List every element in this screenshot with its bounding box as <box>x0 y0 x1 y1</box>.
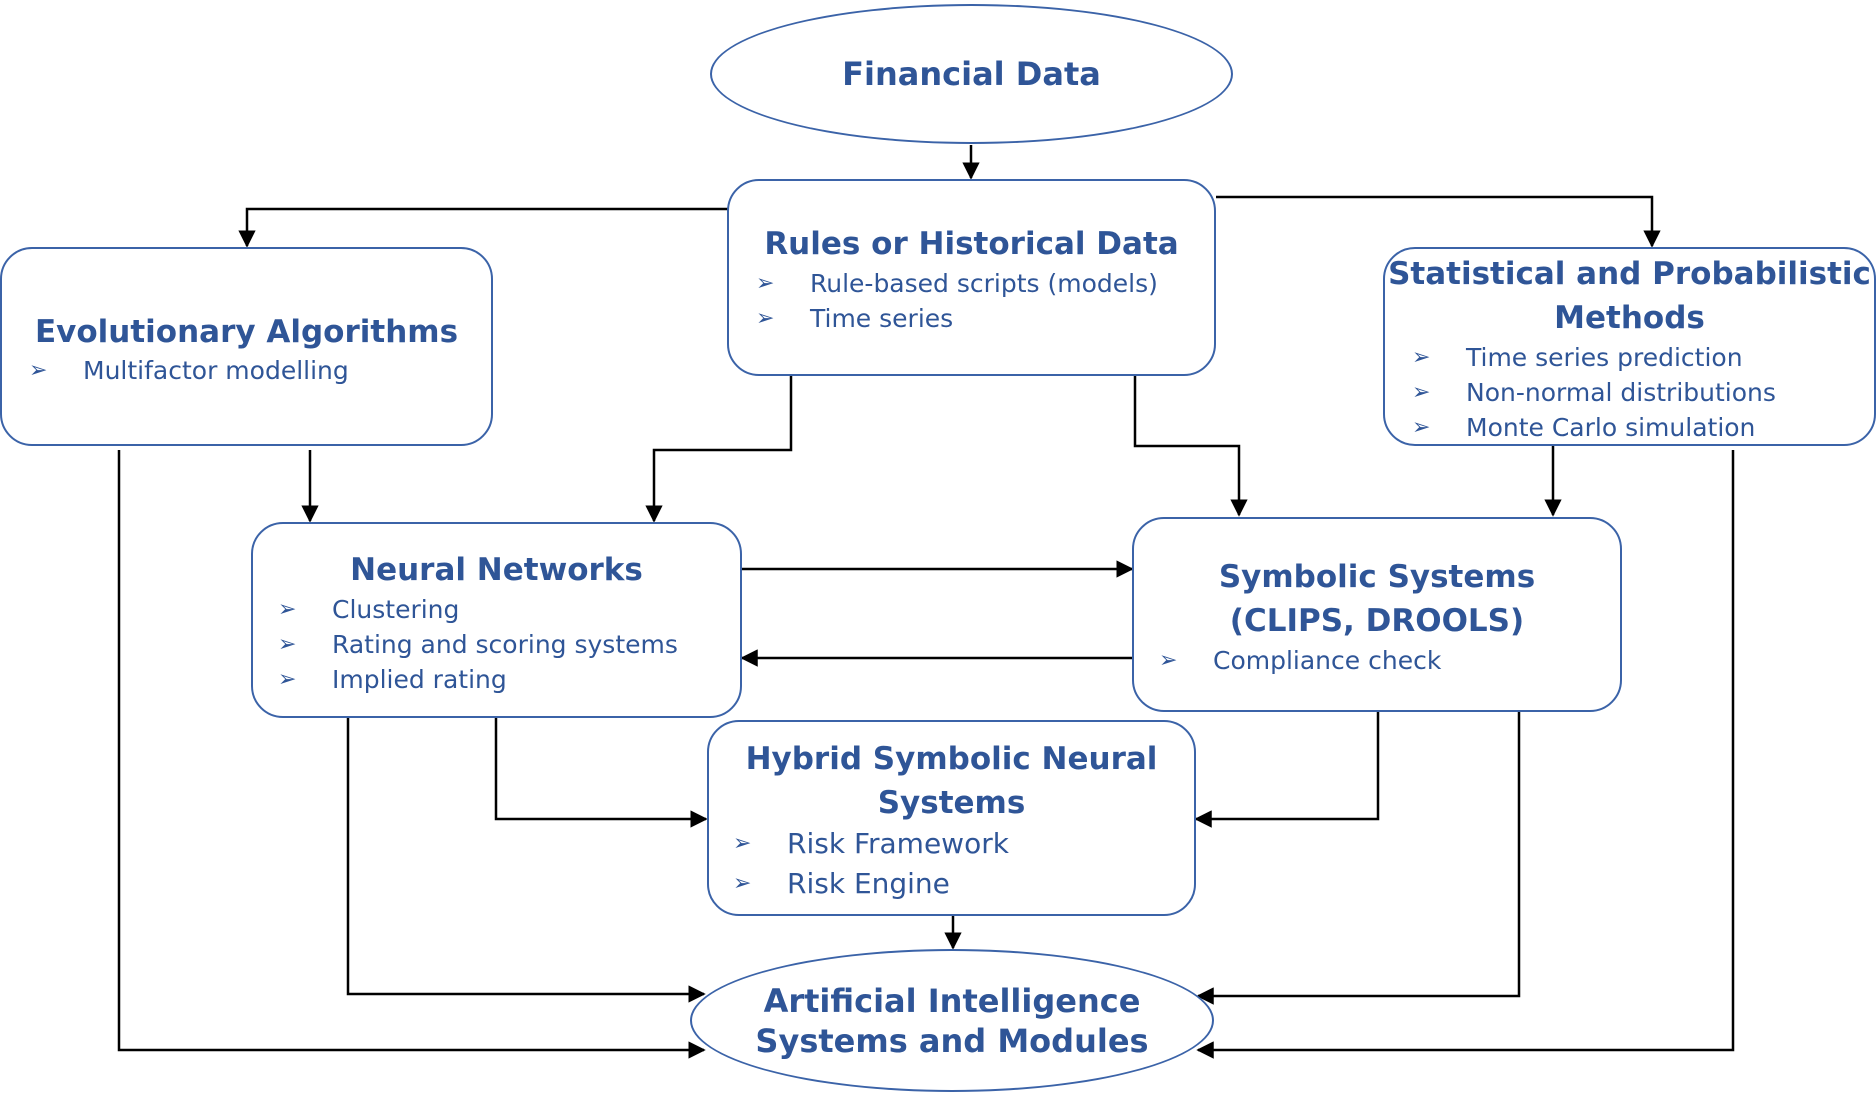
bullet-arrow-icon: ➢ <box>756 306 775 331</box>
list-item: ➢ Time series <box>756 301 1158 336</box>
bullet-arrow-icon: ➢ <box>756 271 775 296</box>
evolutionary-item-list: ➢ Multifactor modelling <box>29 353 349 388</box>
arrow-neural-to-hybrid <box>494 718 708 828</box>
rules-title: Rules or Historical Data <box>764 226 1179 262</box>
hybrid-item-list: ➢ Risk Framework ➢ Risk Engine <box>733 824 1009 904</box>
financial-data-node: Financial Data <box>710 4 1233 144</box>
list-item: ➢ Rule-based scripts (models) <box>756 266 1158 301</box>
hybrid-title-line2: Systems <box>877 785 1026 821</box>
arrow-rules-to-symbolic <box>1133 376 1248 517</box>
list-item: ➢ Rating and scoring systems <box>278 627 678 662</box>
list-item-label: Compliance check <box>1213 646 1442 675</box>
ai-systems-modules-node: Artificial Intelligence Systems and Modu… <box>690 949 1214 1092</box>
list-item-label: Risk Engine <box>787 867 950 900</box>
list-item-label: Time series prediction <box>1466 343 1743 372</box>
list-item-label: Non-normal distributions <box>1466 378 1776 407</box>
bullet-arrow-icon: ➢ <box>1412 380 1431 405</box>
bullet-arrow-icon: ➢ <box>1412 415 1431 440</box>
arrow-symbolic-to-ai <box>1196 712 1521 1005</box>
arrow-rules-to-evolutionary <box>238 207 730 248</box>
bullet-arrow-icon: ➢ <box>1412 345 1431 370</box>
list-item: ➢ Non-normal distributions <box>1412 375 1776 410</box>
symbolic-title-line1: Symbolic Systems <box>1218 559 1536 595</box>
statistical-item-list: ➢ Time series prediction ➢ Non-normal di… <box>1412 340 1776 445</box>
list-item: ➢ Clustering <box>278 592 678 627</box>
hybrid-symbolic-neural-node: Hybrid Symbolic Neural Systems ➢ Risk Fr… <box>707 720 1196 916</box>
arrow-rules-to-neural <box>645 376 793 523</box>
symbolic-systems-node: Symbolic Systems (CLIPS, DROOLS) ➢ Compl… <box>1132 517 1622 712</box>
evolutionary-algorithms-node: Evolutionary Algorithms ➢ Multifactor mo… <box>0 247 493 446</box>
neural-item-list: ➢ Clustering ➢ Rating and scoring system… <box>278 592 678 697</box>
bullet-arrow-icon: ➢ <box>278 632 297 657</box>
statistical-title-line1: Statistical and Probabilistic <box>1388 256 1871 292</box>
ai-title-line1: Artificial Intelligence <box>763 981 1141 1020</box>
list-item: ➢ Implied rating <box>278 662 678 697</box>
arrow-rules-to-statistical <box>1216 195 1661 248</box>
list-item: ➢ Risk Engine <box>733 864 1009 904</box>
list-item: ➢ Time series prediction <box>1412 340 1776 375</box>
neural-title: Neural Networks <box>350 552 643 588</box>
hybrid-title-line1: Hybrid Symbolic Neural <box>745 741 1158 777</box>
list-item-label: Time series <box>810 304 954 333</box>
arrow-statistical-to-ai <box>1196 450 1735 1059</box>
symbolic-title-line2: (CLIPS, DROOLS) <box>1229 603 1525 639</box>
bullet-arrow-icon: ➢ <box>29 358 48 383</box>
financial-data-title: Financial Data <box>842 55 1101 93</box>
list-item-label: Monte Carlo simulation <box>1466 413 1756 442</box>
list-item: ➢ Risk Framework <box>733 824 1009 864</box>
list-item: ➢ Monte Carlo simulation <box>1412 410 1776 445</box>
list-item-label: Clustering <box>332 595 460 624</box>
statistical-probabilistic-node: Statistical and Probabilistic Methods ➢ … <box>1383 247 1876 446</box>
list-item-label: Implied rating <box>332 665 507 694</box>
neural-networks-node: Neural Networks ➢ Clustering ➢ Rating an… <box>251 522 742 718</box>
arrow-evolutionary-to-ai <box>117 450 706 1059</box>
bullet-arrow-icon: ➢ <box>278 667 297 692</box>
rules-item-list: ➢ Rule-based scripts (models) ➢ Time ser… <box>756 266 1158 336</box>
ai-title-line2: Systems and Modules <box>755 1021 1149 1060</box>
arrow-neural-to-ai <box>346 718 706 1003</box>
bullet-arrow-icon: ➢ <box>733 871 752 896</box>
list-item: ➢ Multifactor modelling <box>29 353 349 388</box>
bullet-arrow-icon: ➢ <box>733 831 752 856</box>
list-item-label: Multifactor modelling <box>83 356 349 385</box>
bullet-arrow-icon: ➢ <box>278 597 297 622</box>
bullet-arrow-icon: ➢ <box>1159 648 1178 673</box>
rules-historical-data-node: Rules or Historical Data ➢ Rule-based sc… <box>727 179 1216 376</box>
statistical-title-line2: Methods <box>1554 300 1705 336</box>
list-item: ➢ Compliance check <box>1159 643 1441 678</box>
evolutionary-title: Evolutionary Algorithms <box>34 314 459 350</box>
arrow-symbolic-to-hybrid <box>1194 712 1380 828</box>
symbolic-item-list: ➢ Compliance check <box>1159 643 1441 678</box>
list-item-label: Risk Framework <box>787 827 1009 860</box>
list-item-label: Rule-based scripts (models) <box>810 269 1158 298</box>
list-item-label: Rating and scoring systems <box>332 630 678 659</box>
